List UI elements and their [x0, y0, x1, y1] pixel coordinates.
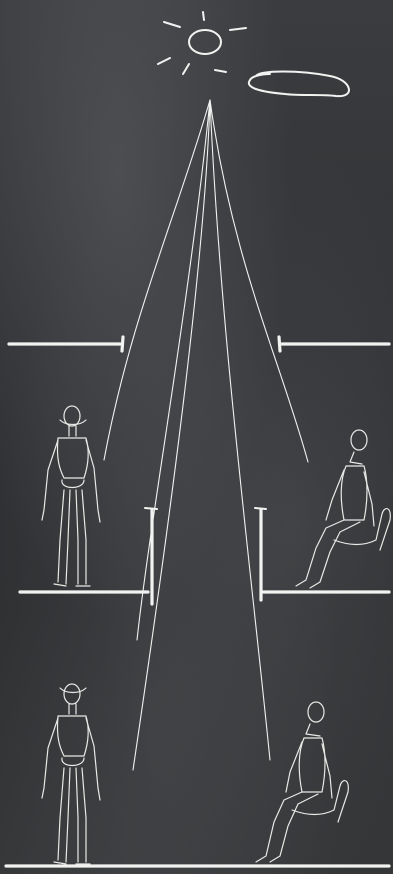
sun-icon — [158, 12, 246, 74]
seated-mannequin-figure — [256, 702, 348, 862]
standing-mannequin-figure — [42, 684, 100, 864]
cloud-icon — [249, 72, 349, 97]
standing-mannequin-figure — [42, 406, 100, 586]
sunlight-rays — [104, 100, 308, 770]
seated-mannequin-figure — [296, 430, 390, 588]
